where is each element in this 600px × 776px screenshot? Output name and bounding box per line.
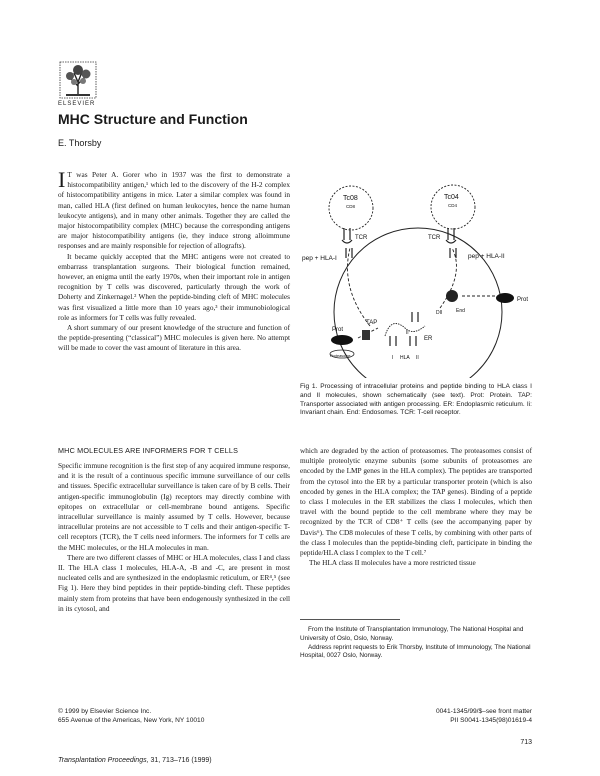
issn-line: 0041-1345/99/$–see front matter — [435, 708, 532, 715]
article-identifiers: 0041-1345/99/$–see front matter PII S004… — [382, 707, 532, 725]
publisher-address: 655 Avenue of the Americas, New York, NY… — [58, 717, 205, 724]
protein-right — [496, 293, 514, 303]
body-paragraph-3: which are degraded by the action of prot… — [300, 446, 532, 558]
label-class-ii: II — [416, 355, 419, 361]
copyright-line: © 1999 by Elsevier Science Inc. — [58, 708, 152, 715]
copyright-notice: © 1999 by Elsevier Science Inc. 655 Aven… — [58, 707, 204, 725]
transport-path-class-i — [347, 247, 371, 327]
article-title: MHC Structure and Function — [58, 111, 248, 127]
section-heading: MHC MOLECULES ARE INFORMERS FOR T CELLS — [58, 446, 239, 455]
left-column-body: Specific immune recognition is the first… — [58, 461, 290, 614]
cell-membrane — [333, 227, 503, 378]
label-ii: Ii — [406, 330, 409, 336]
label-tcr-right: TCR — [428, 235, 441, 241]
reprint-note: Address reprint requests to Erik Thorsby… — [300, 643, 531, 660]
tcr-right-shape — [445, 228, 457, 244]
label-tc4: Tc04 — [444, 194, 459, 201]
label-proteasome: Proteasome — [330, 354, 350, 358]
proteasome-shape — [329, 349, 355, 359]
intro-paragraph-2: It became quickly accepted that the MHC … — [58, 251, 290, 322]
label-cd8: CD8 — [346, 204, 355, 209]
label-prot-left: Prot — [332, 327, 343, 333]
transport-path-class-ii — [439, 247, 457, 309]
footnotes: From the Institute of Transplantation Im… — [300, 626, 532, 661]
intro-paragraph-3: A short summary of our present knowledge… — [58, 323, 290, 353]
label-pep-hla-ii: pep + HLA-II — [468, 253, 505, 260]
endosome — [446, 290, 458, 302]
hla-ii-right-shape — [449, 248, 457, 258]
journal-name: Transplantation Proceedings, — [58, 757, 149, 764]
pii-line: PII S0041-1345(98)01619-4 — [450, 717, 532, 724]
footnote-divider — [300, 619, 400, 620]
label-i: I — [392, 355, 393, 361]
body-paragraph-4: The HLA class II molecules have a more r… — [309, 558, 476, 568]
label-prot-right: Prot — [517, 297, 528, 303]
tcr-left-shape — [341, 228, 353, 244]
label-tc8: Tc08 — [343, 195, 358, 202]
label-end: End — [456, 308, 465, 314]
label-cd4: CD4 — [448, 203, 457, 208]
protein-left — [331, 335, 353, 345]
label-dii: DII — [436, 310, 442, 316]
journal-volume: 31, 713–716 (1999) — [148, 757, 212, 764]
publisher-name: ELSEVIER — [58, 101, 96, 107]
class-ii-er-shape-2 — [409, 336, 417, 346]
label-er: ER — [424, 336, 433, 342]
label-pep-hla-i: pep + HLA-I — [302, 255, 337, 262]
drop-cap: I — [58, 167, 66, 192]
class-ii-er-shape — [411, 312, 419, 322]
body-paragraph-2: There are two different classes of MHC o… — [58, 552, 290, 613]
cd8-t-cell — [328, 185, 374, 231]
affiliation-note: From the Institute of Transplantation Im… — [300, 626, 524, 642]
article-author: E. Thorsby — [58, 138, 102, 148]
class-i-er-shape — [389, 336, 397, 346]
figure-1-diagram: Tc08 CD8 TCR pep + HLA-I Tc04 CD4 TCR pe… — [302, 184, 528, 378]
tap-shape — [362, 330, 370, 340]
right-column-body: which are degraded by the action of prot… — [300, 446, 532, 568]
figure-caption: Fig 1. Processing of intracellular prote… — [300, 383, 532, 417]
hla-i-left-shape — [345, 248, 353, 258]
body-paragraph-1: Specific immune recognition is the first… — [58, 461, 290, 552]
elsevier-logo — [59, 61, 97, 99]
cd4-t-cell — [430, 184, 476, 230]
journal-citation: Transplantation Proceedings, 31, 713–716… — [58, 757, 212, 764]
label-hla: HLA — [400, 355, 410, 361]
label-tcr-left: TCR — [355, 235, 368, 241]
er-membrane — [384, 323, 426, 337]
label-tap: TAP — [366, 320, 377, 326]
page-number: 713 — [520, 739, 532, 746]
